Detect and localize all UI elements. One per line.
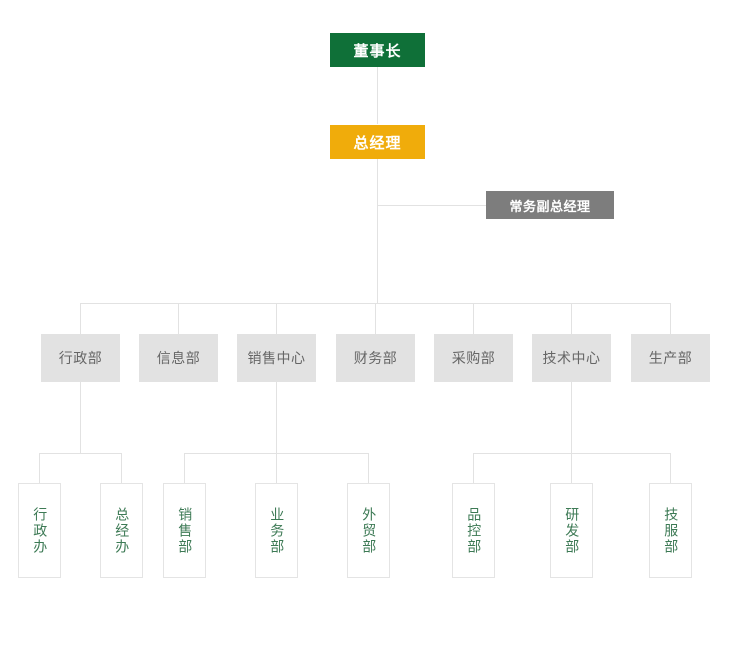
connector-sales-trunk <box>276 382 277 453</box>
connector-sales-drop-2 <box>276 453 277 483</box>
node-department-finance[interactable]: 财务部 <box>336 334 415 382</box>
node-leaf-sales-dept-label: 销售部 <box>177 506 194 555</box>
node-general-manager[interactable]: 总经理 <box>330 125 425 159</box>
connector-drop-finance <box>375 303 376 334</box>
node-leaf-foreign-trade-label: 外贸部 <box>361 506 378 555</box>
node-leaf-admin-office[interactable]: 行政办 <box>18 483 61 578</box>
node-leaf-gm-office[interactable]: 总经办 <box>100 483 143 578</box>
connector-sales-drop-3 <box>368 453 369 483</box>
connector-tech-drop-3 <box>670 453 671 483</box>
node-leaf-gm-office-label: 总经办 <box>114 506 131 555</box>
connector-admin-drop-2 <box>121 453 122 483</box>
connector-drop-tech <box>571 303 572 334</box>
connector-drop-production <box>670 303 671 334</box>
node-leaf-sales-dept[interactable]: 销售部 <box>163 483 206 578</box>
node-leaf-business-dept[interactable]: 业务部 <box>255 483 298 578</box>
connector-drop-info <box>178 303 179 334</box>
node-leaf-foreign-trade[interactable]: 外贸部 <box>347 483 390 578</box>
node-department-tech[interactable]: 技术中心 <box>532 334 611 382</box>
node-vice-general-manager[interactable]: 常务副总经理 <box>486 191 614 219</box>
node-department-info[interactable]: 信息部 <box>139 334 218 382</box>
connector-gm-trunk <box>377 159 378 303</box>
node-leaf-business-dept-label: 业务部 <box>269 506 286 555</box>
node-department-sales[interactable]: 销售中心 <box>237 334 316 382</box>
node-department-production[interactable]: 生产部 <box>631 334 710 382</box>
node-department-admin[interactable]: 行政部 <box>41 334 120 382</box>
node-leaf-tech-service-label: 技服部 <box>663 506 680 555</box>
node-leaf-admin-office-label: 行政办 <box>32 506 49 555</box>
connector-admin-trunk <box>80 382 81 453</box>
connector-gm-to-vgm <box>377 205 486 206</box>
node-department-purchasing[interactable]: 采购部 <box>434 334 513 382</box>
connector-drop-purchasing <box>473 303 474 334</box>
node-leaf-quality-control-label: 品控部 <box>466 506 483 555</box>
connector-admin-drop-1 <box>39 453 40 483</box>
node-leaf-rnd-dept-label: 研发部 <box>564 506 581 555</box>
connector-admin-bus <box>39 453 121 454</box>
connector-drop-admin <box>80 303 81 334</box>
connector-chairman-to-gm <box>377 66 378 124</box>
connector-tech-drop-2 <box>571 453 572 483</box>
connector-tech-trunk <box>571 382 572 453</box>
node-leaf-quality-control[interactable]: 品控部 <box>452 483 495 578</box>
connector-sales-drop-1 <box>184 453 185 483</box>
connector-drop-sales <box>276 303 277 334</box>
node-leaf-rnd-dept[interactable]: 研发部 <box>550 483 593 578</box>
node-leaf-tech-service[interactable]: 技服部 <box>649 483 692 578</box>
node-chairman[interactable]: 董事长 <box>330 33 425 67</box>
connector-tech-drop-1 <box>473 453 474 483</box>
